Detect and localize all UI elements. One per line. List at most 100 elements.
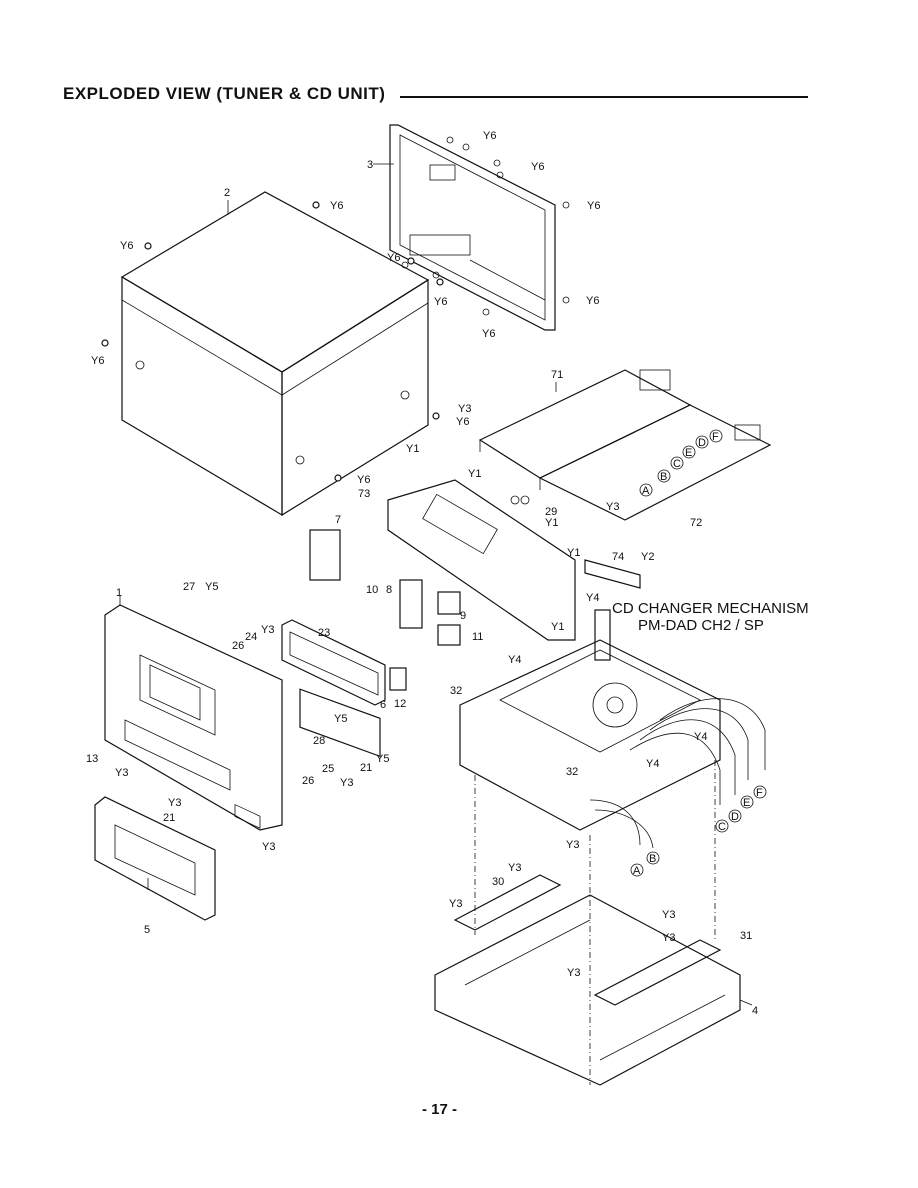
label-y3: Y3 <box>115 767 128 779</box>
label-y6: Y6 <box>120 240 133 252</box>
front-panel-drawing <box>104 596 283 831</box>
label-y3: Y3 <box>508 862 521 874</box>
label-71: 71 <box>551 369 563 381</box>
label-y3: Y3 <box>458 403 471 415</box>
label-23: 23 <box>318 627 330 639</box>
label-y5: Y5 <box>205 581 218 593</box>
chassis-drawing <box>434 760 753 1086</box>
label-24: 24 <box>245 631 257 643</box>
cd-mechanism-drawing <box>459 609 766 849</box>
label-y4: Y4 <box>508 654 521 666</box>
label-9: 9 <box>460 610 466 622</box>
label-y6: Y6 <box>357 474 370 486</box>
label-8: 8 <box>386 584 392 596</box>
label-26b: 26 <box>302 775 314 787</box>
connector-callouts-pcb: A B C E D F <box>639 429 723 497</box>
label-y6: Y6 <box>91 355 104 367</box>
label-y6: Y6 <box>482 328 495 340</box>
label-10: 10 <box>366 584 378 596</box>
label-y6: Y6 <box>587 200 600 212</box>
connector-b: B <box>660 471 667 483</box>
label-y1: Y1 <box>406 443 419 455</box>
label-y1: Y1 <box>545 517 558 529</box>
button-parts-drawing <box>299 529 461 758</box>
pcb-71-72-drawing <box>478 369 772 521</box>
connector-f: F <box>712 431 719 443</box>
page-title: EXPLODED VIEW (TUNER & CD UNIT) <box>63 84 386 103</box>
page-number: - 17 - <box>422 1101 458 1118</box>
label-y3: Y3 <box>340 777 353 789</box>
connector-c: C <box>673 458 681 470</box>
label-27: 27 <box>183 581 195 593</box>
connector-e: E <box>743 797 750 809</box>
mechanism-line-2: PM-DAD CH2 / SP <box>638 617 764 634</box>
connector-c: C <box>718 821 726 833</box>
label-4: 4 <box>752 1005 758 1017</box>
label-y6: Y6 <box>434 296 447 308</box>
connector-callouts-cables: A B C D E F <box>630 785 767 877</box>
mechanism-line-1: CD CHANGER MECHANISM <box>612 600 809 617</box>
label-12: 12 <box>394 698 406 710</box>
label-y6: Y6 <box>387 252 400 264</box>
label-y3: Y3 <box>606 501 619 513</box>
label-3: 3 <box>367 159 373 171</box>
label-31: 31 <box>740 930 752 942</box>
door-drawing <box>94 796 216 921</box>
label-73: 73 <box>358 488 370 500</box>
label-32b: 32 <box>566 766 578 778</box>
label-26a: 26 <box>232 640 244 652</box>
label-y3: Y3 <box>168 797 181 809</box>
label-11: 11 <box>472 631 483 643</box>
label-y4: Y4 <box>586 592 599 604</box>
label-y1: Y1 <box>468 468 481 480</box>
label-21b: 21 <box>360 762 372 774</box>
label-y6: Y6 <box>586 295 599 307</box>
label-y3: Y3 <box>449 898 462 910</box>
label-y6: Y6 <box>330 200 343 212</box>
label-7: 7 <box>335 514 341 526</box>
label-30: 30 <box>492 876 504 888</box>
label-y3: Y3 <box>262 841 275 853</box>
label-21a: 21 <box>163 812 175 824</box>
label-y5: Y5 <box>376 753 389 765</box>
label-29: 29 <box>545 506 557 518</box>
label-y6: Y6 <box>531 161 544 173</box>
mechanism-label: CD CHANGER MECHANISM PM-DAD CH2 / SP <box>612 600 809 634</box>
label-y2: Y2 <box>641 551 654 563</box>
label-y5: Y5 <box>334 713 347 725</box>
label-72: 72 <box>690 517 702 529</box>
connector-f: F <box>756 787 763 799</box>
label-y3: Y3 <box>662 909 675 921</box>
label-y4: Y4 <box>646 758 659 770</box>
label-y1: Y1 <box>551 621 564 633</box>
label-y6: Y6 <box>456 416 469 428</box>
label-y3: Y3 <box>567 967 580 979</box>
y6-screw-icons <box>101 201 444 482</box>
top-cover-drawing <box>120 191 430 517</box>
label-13: 13 <box>86 753 98 765</box>
connector-a: A <box>633 865 641 877</box>
label-y3: Y3 <box>261 624 274 636</box>
connector-e: E <box>685 447 692 459</box>
connector-d: D <box>698 437 706 449</box>
pcb-73-drawing <box>387 479 641 641</box>
display-window-drawing <box>281 619 386 706</box>
label-5: 5 <box>144 924 150 936</box>
label-25: 25 <box>322 763 334 775</box>
part-labels: 2 3 4 5 6 7 8 9 10 11 12 13 1 21 21 23 2… <box>86 159 758 1017</box>
label-74: 74 <box>612 551 624 563</box>
title-rule <box>400 96 808 98</box>
connector-b: B <box>649 853 656 865</box>
rear-panel-drawing <box>373 124 570 331</box>
label-2: 2 <box>224 187 230 199</box>
label-6: 6 <box>380 699 386 711</box>
label-y3: Y3 <box>662 932 675 944</box>
connector-d: D <box>731 811 739 823</box>
screw-labels: Y6 Y6 Y6 Y6 Y6 Y6 Y6 Y6 Y6 Y6 Y6 Y6 Y3 Y… <box>91 130 707 979</box>
label-1: 1 <box>116 587 122 599</box>
label-y3: Y3 <box>566 839 579 851</box>
label-y4: Y4 <box>694 731 707 743</box>
label-32a: 32 <box>450 685 462 697</box>
label-y1: Y1 <box>567 547 580 559</box>
